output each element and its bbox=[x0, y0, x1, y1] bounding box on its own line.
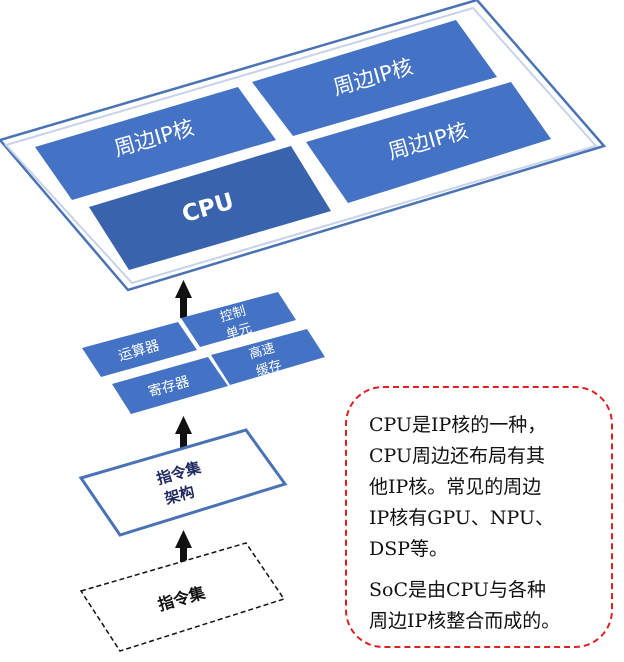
note-line: DSP等。 bbox=[369, 538, 449, 560]
peripheral-ip-block-top-right bbox=[252, 20, 497, 136]
cache-block bbox=[211, 329, 325, 385]
microarchitecture-layer: 运算器 控制 单元 寄存器 高速 缓存 bbox=[82, 292, 325, 414]
arrow-up-icon bbox=[175, 280, 192, 318]
arrow-up-icon bbox=[175, 530, 192, 566]
cache-label-1: 高速 bbox=[247, 340, 276, 363]
note-line: 周边IP核整合而成的。 bbox=[369, 610, 561, 632]
arrow-up-icon bbox=[175, 416, 192, 454]
alu-block bbox=[82, 322, 197, 377]
note-box: CPU是IP核的一种， CPU周边还布局有其 他IP核。常见的周边 IP核有GP… bbox=[345, 386, 613, 648]
control-unit-label-2: 单元 bbox=[224, 321, 253, 343]
note-line: IP核有GPU、NPU、 bbox=[369, 507, 555, 529]
note-line: CPU是IP核的一种， bbox=[369, 414, 547, 436]
note-paragraph-1: CPU是IP核的一种， CPU周边还布局有其 他IP核。常见的周边 IP核有GP… bbox=[369, 410, 601, 565]
isa-layer: 指令集 bbox=[79, 542, 286, 652]
control-unit-label-1: 控制 bbox=[218, 304, 247, 326]
control-unit-block bbox=[181, 292, 296, 347]
note-line: 他IP核。常见的周边 bbox=[369, 476, 542, 498]
isa-architecture-layer: 指令集 架构 bbox=[78, 428, 288, 537]
peripheral-ip-block-bottom-right bbox=[306, 82, 551, 203]
cache-label-2: 缓存 bbox=[254, 358, 283, 380]
soc-platform: 周边IP核 周边IP核 CPU 周边IP核 bbox=[0, 0, 607, 292]
note-paragraph-2: SoC是由CPU与各种 周边IP核整合而成的。 bbox=[369, 575, 601, 637]
note-line: SoC是由CPU与各种 bbox=[369, 579, 546, 601]
register-block bbox=[112, 357, 228, 414]
note-line: CPU周边还布局有其 bbox=[369, 445, 546, 467]
cpu-block bbox=[89, 146, 331, 270]
peripheral-ip-block-left bbox=[35, 87, 276, 200]
